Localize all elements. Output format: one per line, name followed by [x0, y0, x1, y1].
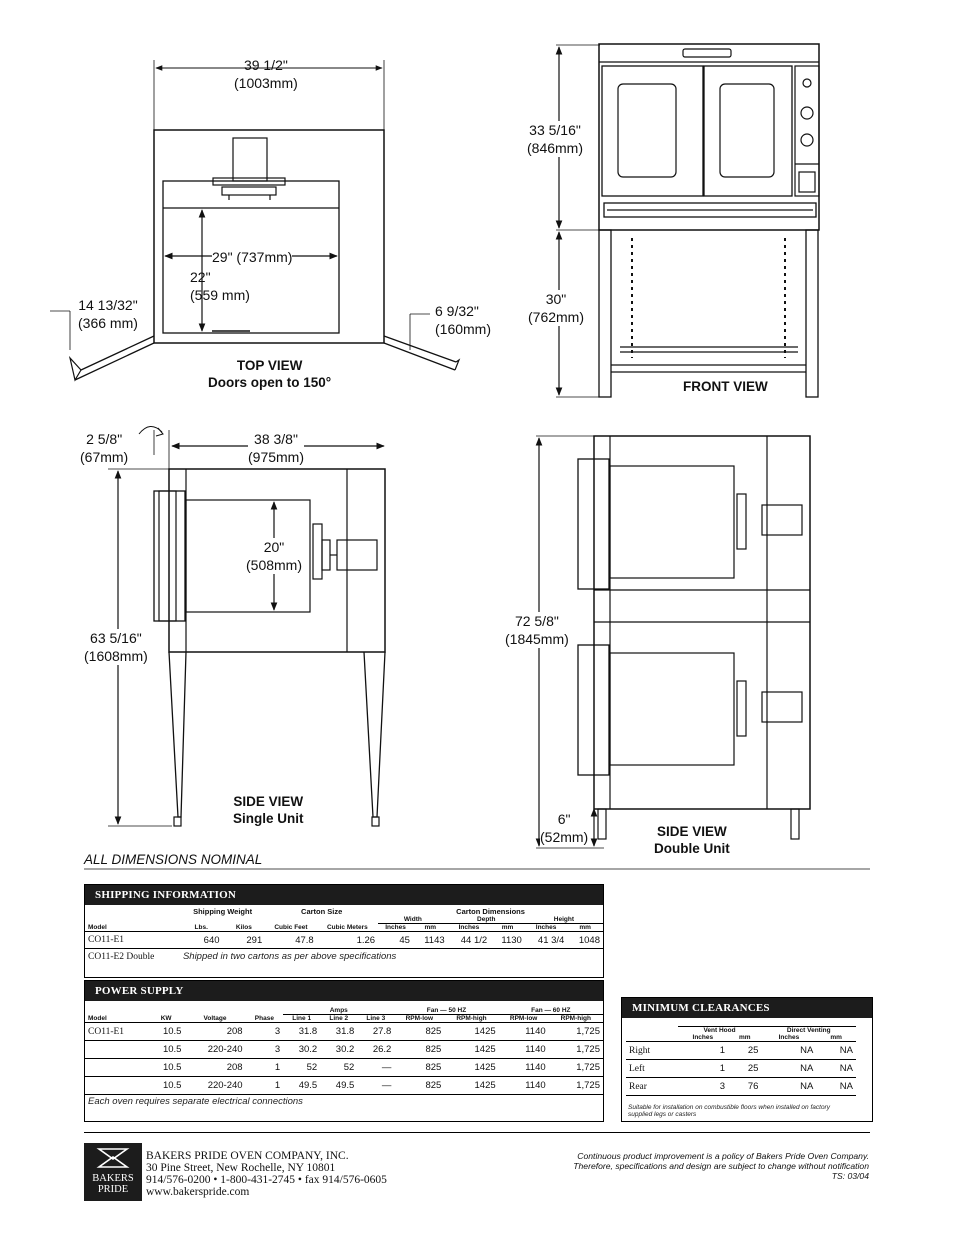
company-address: 30 Pine Street, New Rochelle, NY 10801: [146, 1162, 336, 1174]
top-left-door-label: 14 13/32"(366 mm): [78, 297, 138, 331]
power-panel: POWER SUPPLY Amps Fan — 50 HZ Fan — 60 H…: [84, 980, 604, 1122]
power-table: Amps Fan — 50 HZ Fan — 60 HZ Model KW Vo…: [85, 1007, 603, 1109]
footer-divider: [84, 1132, 870, 1133]
company-phone: 914/576-0200 • 1-800-431-2745 • fax 914/…: [146, 1174, 387, 1186]
front-view-title: FRONT VIEW: [683, 379, 768, 394]
power-header-row: Model KW Voltage Phase Line 1 Line 2 Lin…: [85, 1015, 603, 1023]
side-depth-label: 38 3/8"(975mm): [248, 430, 305, 466]
crossed-peels-icon: [96, 1148, 130, 1168]
dimensions-nominal-note: ALL DIMENSIONS NOMINAL: [84, 852, 263, 867]
top-right-door-label: 6 9/32"(160mm): [435, 303, 492, 337]
front-view-drawing: [555, 43, 820, 398]
top-width-label: 39 1/2"(1003mm): [234, 57, 298, 91]
clearances-note: Suitable for installation on combustible…: [628, 1104, 830, 1118]
side-gap-label: 2 5/8"(67mm): [80, 431, 129, 465]
side-double-drawing: [535, 435, 811, 849]
drawings: [50, 43, 870, 870]
side-height-label: 63 5/16"(1608mm): [84, 629, 148, 665]
table-row: Each oven requires separate electrical c…: [88, 1096, 303, 1108]
top-depth-label: 22"(559 mm): [190, 269, 250, 303]
shipping-table: Shipping Weight Carton Size Carton Dimen…: [85, 907, 603, 965]
company-info: BAKERS PRIDE OVEN COMPANY, INC. 30 Pine …: [146, 1150, 387, 1198]
front-lower-label: 30"(762mm): [528, 290, 585, 326]
shipping-header-row: Model Lbs. Kilos Cubic Feet Cubic Meters…: [85, 924, 603, 932]
shipping-panel: SHIPPING INFORMATION Shipping Weight Car…: [84, 884, 604, 978]
disclaimer: Continuous product improvement is a poli…: [573, 1151, 869, 1181]
clearances-panel: MINIMUM CLEARANCES Vent Hood Direct Vent…: [621, 997, 873, 1122]
double-leg-label: 6"(52mm): [540, 810, 589, 846]
table-row: CO11-E2 Double Shipped in two cartons as…: [88, 951, 397, 963]
clearances-table: Vent Hood Direct Venting Inches mm Inche…: [626, 1026, 856, 1096]
top-view-drawing: [50, 60, 461, 382]
shipping-title: SHIPPING INFORMATION: [85, 885, 603, 905]
table-row: CO11-E1 640 291 47.8 1.26 45 1143 44 1/2…: [85, 932, 603, 949]
double-height-label: 72 5/8"(1845mm): [505, 612, 569, 648]
power-title: POWER SUPPLY: [85, 981, 603, 1001]
front-upper-label: 33 5/16"(846mm): [527, 121, 584, 157]
top-inner-label: 29" (737mm): [212, 248, 293, 266]
bakers-pride-logo: BAKERS PRIDE: [84, 1143, 142, 1201]
company-website[interactable]: www.bakerspride.com: [146, 1186, 250, 1198]
company-name: BAKERS PRIDE OVEN COMPANY, INC.: [146, 1150, 349, 1162]
clearances-title: MINIMUM CLEARANCES: [622, 998, 872, 1018]
side-single-drawing: [108, 426, 386, 827]
side-door-label: 20"(508mm): [246, 538, 303, 574]
